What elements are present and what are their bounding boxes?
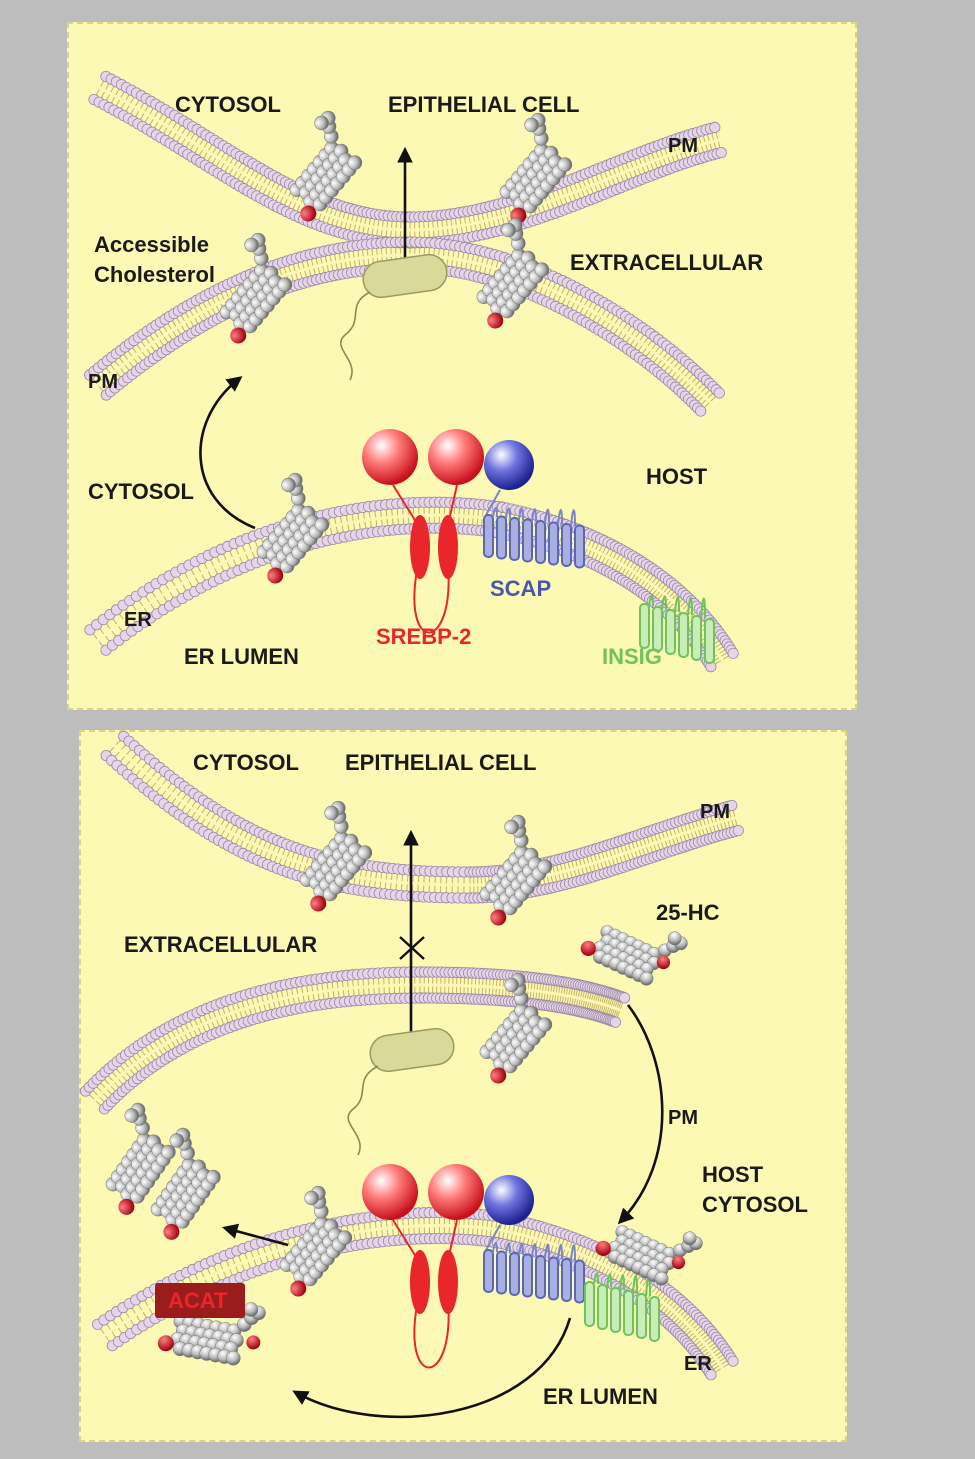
top-cytosol-label: CYTOSOL bbox=[175, 92, 281, 117]
scap-label: SCAP bbox=[490, 576, 551, 601]
bottom-left-arrow bbox=[221, 1223, 289, 1247]
sterol-bottom-4 bbox=[279, 1185, 353, 1297]
bacterium-bottom bbox=[347, 1027, 455, 1156]
host-cytosol-label-2: CYTOSOL bbox=[702, 1192, 808, 1217]
hydroxycholesterol-2 bbox=[595, 1225, 703, 1286]
srebp-scap-complex-top bbox=[362, 429, 585, 634]
sterol-top-2 bbox=[499, 112, 573, 224]
bottom-right-curved-arrow bbox=[617, 1004, 664, 1225]
top-extracellular-label: EXTRACELLULAR bbox=[570, 250, 763, 275]
acat-box bbox=[155, 1283, 245, 1318]
sterol-bottom-3 bbox=[479, 972, 553, 1084]
sterol-molecules bbox=[105, 110, 703, 1366]
bottom-cytosol-label: CYTOSOL bbox=[193, 750, 299, 775]
host-cytosol-label-1: HOST bbox=[702, 1162, 764, 1187]
sterol-top-1 bbox=[289, 110, 363, 222]
bottom-extracellular-label: EXTRACELLULAR bbox=[124, 932, 317, 957]
accessible-cholesterol-label-1: Accessible bbox=[94, 232, 209, 257]
hc25-label: 25-HC bbox=[656, 900, 720, 925]
bottom-er-label: ER bbox=[684, 1353, 712, 1375]
bottom-pm-lower-left bbox=[79, 966, 426, 1115]
top-er-lumen-label: ER LUMEN bbox=[184, 644, 299, 669]
srebp2-label: SREBP-2 bbox=[376, 624, 471, 649]
sterol-bottom-1 bbox=[299, 800, 373, 912]
bottom-lumen-curved-arrow bbox=[292, 1317, 572, 1419]
top-pm-left-label: PM bbox=[88, 371, 118, 393]
top-cytosol-lower-label: CYTOSOL bbox=[88, 479, 194, 504]
bacterium-top bbox=[339, 253, 448, 381]
sterol-bottom-2 bbox=[479, 814, 553, 926]
top-epithelial-cell-label: EPITHELIAL CELL bbox=[388, 92, 580, 117]
hydroxycholesterol-1 bbox=[580, 925, 688, 986]
srebp-scap-complex-bottom bbox=[362, 1164, 585, 1369]
sterol-top-5 bbox=[256, 472, 330, 584]
esterified-sterol-1 bbox=[105, 1102, 176, 1215]
accessible-cholesterol-label-2: Cholesterol bbox=[94, 262, 215, 287]
bottom-epithelial-cell-label: EPITHELIAL CELL bbox=[345, 750, 537, 775]
proteins bbox=[362, 429, 715, 1369]
top-er-label: ER bbox=[124, 609, 152, 631]
insig-top bbox=[639, 594, 715, 664]
top-pm-right-label: PM bbox=[668, 135, 698, 157]
top-host-label: HOST bbox=[646, 464, 708, 489]
acat-label: ACAT bbox=[168, 1288, 228, 1313]
esterified-sterol-2 bbox=[150, 1127, 221, 1240]
bottom-pm-mid-label: PM bbox=[668, 1107, 698, 1129]
bottom-er-lumen-label: ER LUMEN bbox=[543, 1384, 658, 1409]
sterol-top-3 bbox=[219, 232, 293, 344]
bottom-pm-right-label: PM bbox=[700, 801, 730, 823]
sterol-top-4 bbox=[476, 217, 550, 329]
top-curved-arrow bbox=[199, 376, 256, 530]
arrows bbox=[199, 146, 664, 1419]
insig-bottom bbox=[584, 1272, 660, 1342]
esterified-sterol-3 bbox=[157, 1302, 266, 1366]
top-pm-lower-right bbox=[404, 236, 725, 417]
blocked-mark bbox=[399, 936, 425, 960]
insig-label: INSIG bbox=[602, 644, 662, 669]
